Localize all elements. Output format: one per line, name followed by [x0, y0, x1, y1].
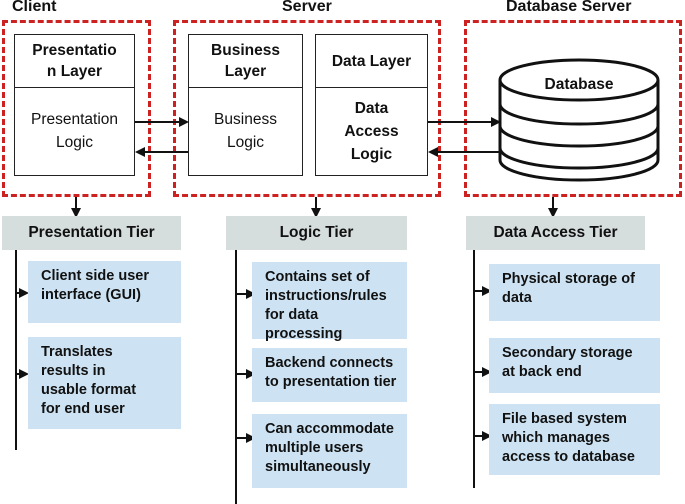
logic-item-card: Contains set of instructions/rules for d…	[252, 262, 407, 342]
data-access-logic-label: Data Access Logic	[344, 99, 399, 163]
data-access-tier-line	[473, 250, 475, 488]
presentation-tier-header: Presentation Tier	[2, 216, 181, 250]
database-server-group	[464, 20, 682, 197]
business-logic-label: Business Logic	[214, 111, 277, 151]
business-layer-panel: Business Layer Business Logic	[188, 34, 303, 176]
database-cylinder-icon	[498, 58, 660, 182]
database-server-header: Database Server	[506, 0, 632, 15]
presentation-item-card: Translates results in usable format for …	[28, 337, 181, 429]
client-group	[2, 20, 151, 197]
logic-item-card: Can accommodate multiple users simultane…	[252, 414, 407, 488]
data-access-item-card: File based system which manages access t…	[489, 404, 660, 475]
logic-item-card: Backend connects to presentation tier	[252, 348, 407, 402]
presentation-tier-line	[15, 250, 17, 450]
presentation-item-card: Client side user interface (GUI)	[28, 261, 181, 323]
server-header: Server	[282, 0, 332, 15]
presentation-logic-label: Presentation Logic	[30, 111, 119, 151]
business-layer-title: Business Layer	[189, 35, 302, 88]
database-label: Database	[544, 76, 614, 93]
data-access-item-card: Physical storage of data	[489, 264, 660, 321]
data-access-tier-header: Data Access Tier	[466, 216, 645, 250]
data-layer-panel: Data Layer Data Access Logic	[315, 34, 428, 176]
client-header: Client	[12, 0, 57, 15]
server-group	[173, 20, 441, 197]
logic-tier-line	[235, 250, 237, 504]
data-layer-title: Data Layer	[316, 35, 427, 88]
data-access-item-card: Secondary storage at back end	[489, 338, 660, 393]
presentation-layer-title: Presentatio n Layer	[15, 35, 134, 88]
logic-tier-header: Logic Tier	[226, 216, 407, 250]
presentation-layer-panel: Presentatio n Layer Presentation Logic	[14, 34, 135, 176]
